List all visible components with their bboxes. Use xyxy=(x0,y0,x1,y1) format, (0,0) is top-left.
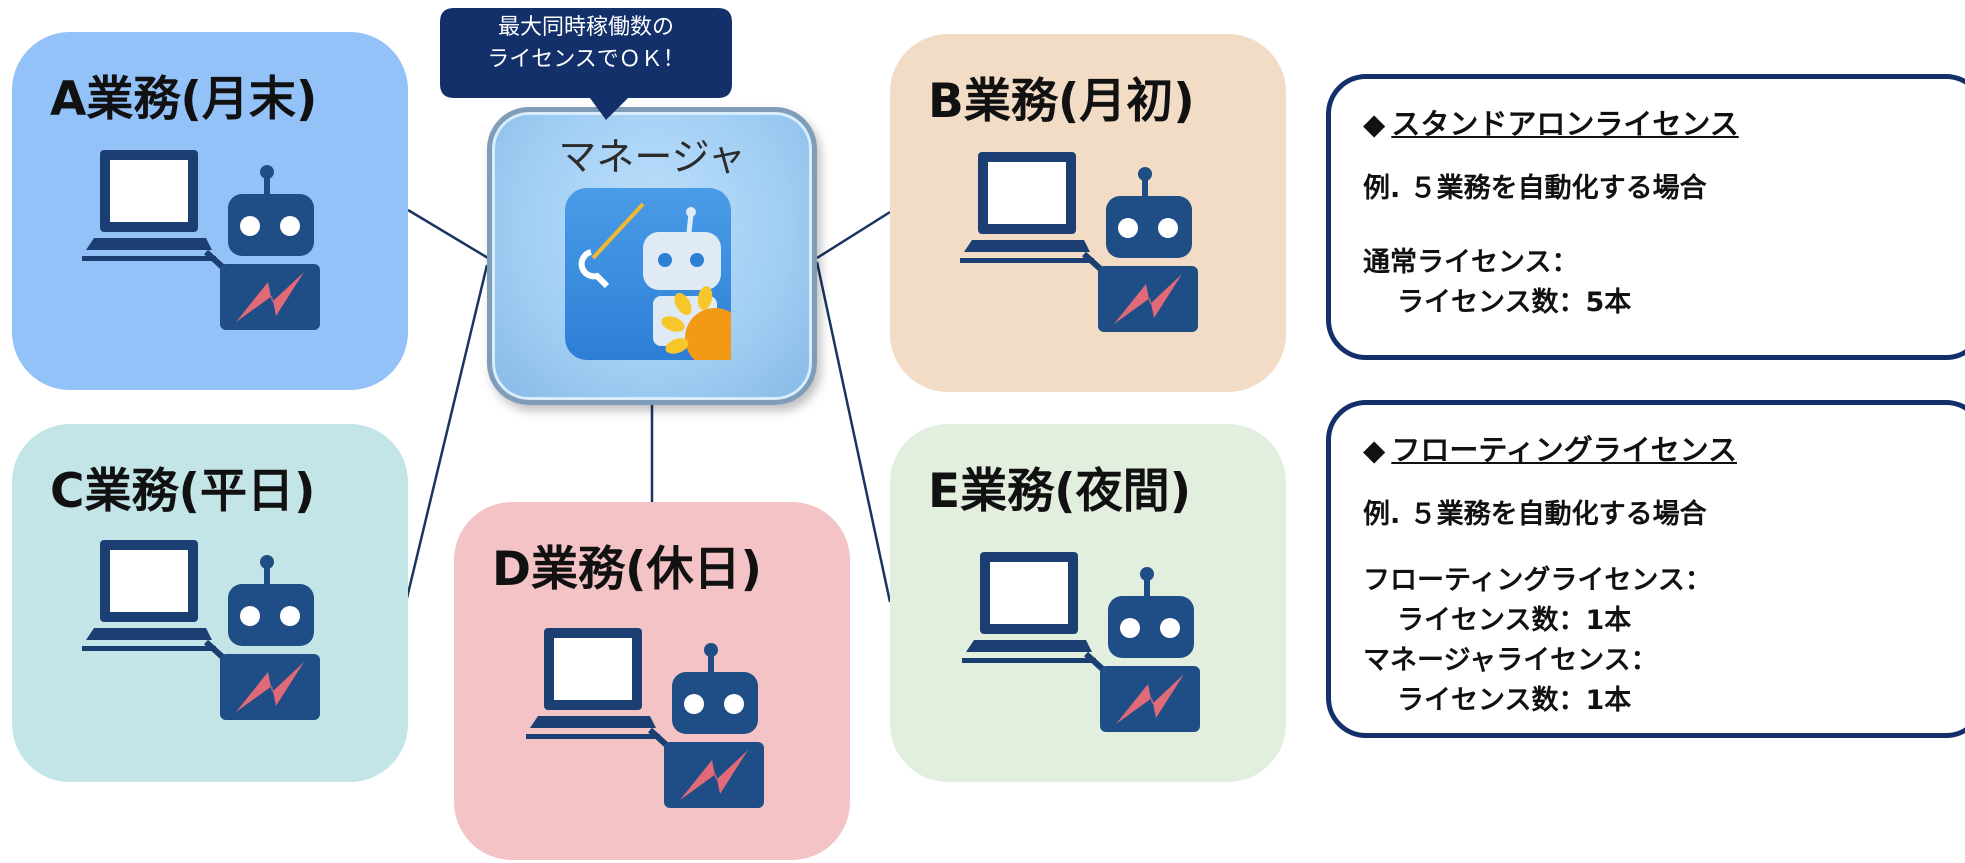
laptop-robot-icon xyxy=(526,628,764,808)
floating-line-4: ライセンス数：1本 xyxy=(1397,685,1632,716)
task-card-b: B業務(月初) xyxy=(890,34,1286,392)
callout-line-2: ライセンスでＯＫ！ xyxy=(487,47,685,72)
manager-box: マネージャ xyxy=(487,107,817,405)
standalone-line-1: 通常ライセンス： xyxy=(1363,247,1579,278)
callout-line-1: 最大同時稼働数の xyxy=(497,15,674,40)
task-title: C業務(平日) xyxy=(50,464,316,519)
floating-line-2: ライセンス数：1本 xyxy=(1397,605,1632,636)
task-card-a: A業務(月末) xyxy=(12,32,408,390)
diamond-icon: ◆ xyxy=(1363,433,1386,467)
standalone-license-box: ◆スタンドアロンライセンス 例. ５業務を自動化する場合 通常ライセンス： ライ… xyxy=(1326,74,1965,360)
floating-heading: ◆フローティングライセンス xyxy=(1363,433,1737,467)
floating-license-box: ◆フローティングライセンス 例. ５業務を自動化する場合 フローティングライセン… xyxy=(1326,400,1965,738)
laptop-robot-icon xyxy=(82,540,320,720)
task-title: E業務(夜間) xyxy=(928,464,1192,519)
task-card-c: C業務(平日) xyxy=(12,424,408,782)
manager-robot-icon xyxy=(565,188,731,360)
callout-text: 最大同時稼働数の ライセンスでＯＫ！ xyxy=(440,12,732,76)
standalone-example: 例. ５業務を自動化する場合 xyxy=(1363,173,1707,204)
laptop-robot-icon xyxy=(960,152,1198,332)
task-title: D業務(休日) xyxy=(492,542,762,597)
laptop-robot-icon xyxy=(962,552,1200,732)
task-card-e: E業務(夜間) xyxy=(890,424,1286,782)
floating-line-3: マネージャライセンス： xyxy=(1363,645,1658,676)
floating-example: 例. ５業務を自動化する場合 xyxy=(1363,499,1707,530)
task-title: A業務(月末) xyxy=(50,72,318,127)
task-title: B業務(月初) xyxy=(928,74,1195,129)
manager-label: マネージャ xyxy=(558,135,746,179)
task-card-d: D業務(休日) xyxy=(454,502,850,860)
laptop-robot-icon xyxy=(82,150,320,330)
callout-bubble xyxy=(440,8,732,120)
standalone-line-2: ライセンス数：5本 xyxy=(1397,287,1632,318)
standalone-heading: ◆スタンドアロンライセンス xyxy=(1363,107,1739,141)
floating-line-1: フローティングライセンス： xyxy=(1363,565,1712,596)
diamond-icon: ◆ xyxy=(1363,107,1386,141)
